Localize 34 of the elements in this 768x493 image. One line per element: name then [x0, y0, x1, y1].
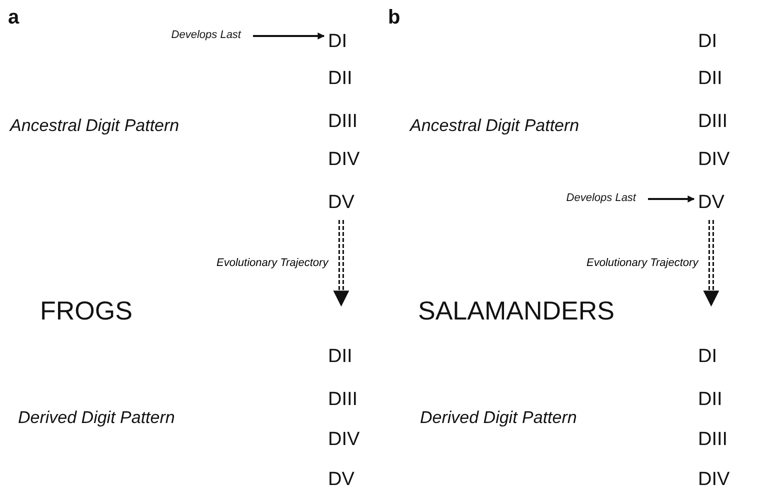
digit-label: DIII [328, 389, 358, 411]
digit-label: DII [328, 346, 352, 368]
digit-label: DV [328, 469, 354, 491]
edge-label: Evolutionary Trajectory [216, 256, 330, 268]
arrow [703, 219, 720, 307]
digit-label: DIII [698, 111, 728, 133]
digit-label: DIV [698, 469, 730, 491]
arrow [253, 32, 325, 40]
digit-label: DIV [328, 149, 360, 171]
digit-label: DII [328, 68, 352, 90]
pattern-label: Ancestral Digit Pattern [410, 116, 580, 136]
group-title: SALAMANDERS [418, 296, 614, 326]
annotation-text: Develops Last [566, 192, 636, 204]
digit-label: DIV [698, 149, 730, 171]
digit-label: DII [698, 68, 722, 90]
digit-label: DIII [698, 429, 728, 451]
pattern-label: Derived Digit Pattern [420, 408, 577, 428]
arrow [648, 196, 695, 202]
digit-label: DI [698, 31, 717, 53]
digit-label: DI [328, 31, 347, 53]
digit-label: DI [698, 346, 717, 368]
panel-letter: b [388, 6, 400, 30]
pattern-label: Ancestral Digit Pattern [10, 116, 180, 136]
digit-label: DII [698, 389, 722, 411]
arrow [333, 219, 350, 307]
annotation-text: Develops Last [171, 29, 241, 41]
digit-label: DV [328, 192, 354, 214]
group-title: FROGS [40, 296, 132, 326]
digit-label: DV [698, 192, 724, 214]
pattern-label: Derived Digit Pattern [18, 408, 175, 428]
digit-label: DIII [328, 111, 358, 133]
panel-letter: a [8, 6, 20, 30]
digit-label: DIV [328, 429, 360, 451]
edge-label: Evolutionary Trajectory [586, 256, 700, 268]
